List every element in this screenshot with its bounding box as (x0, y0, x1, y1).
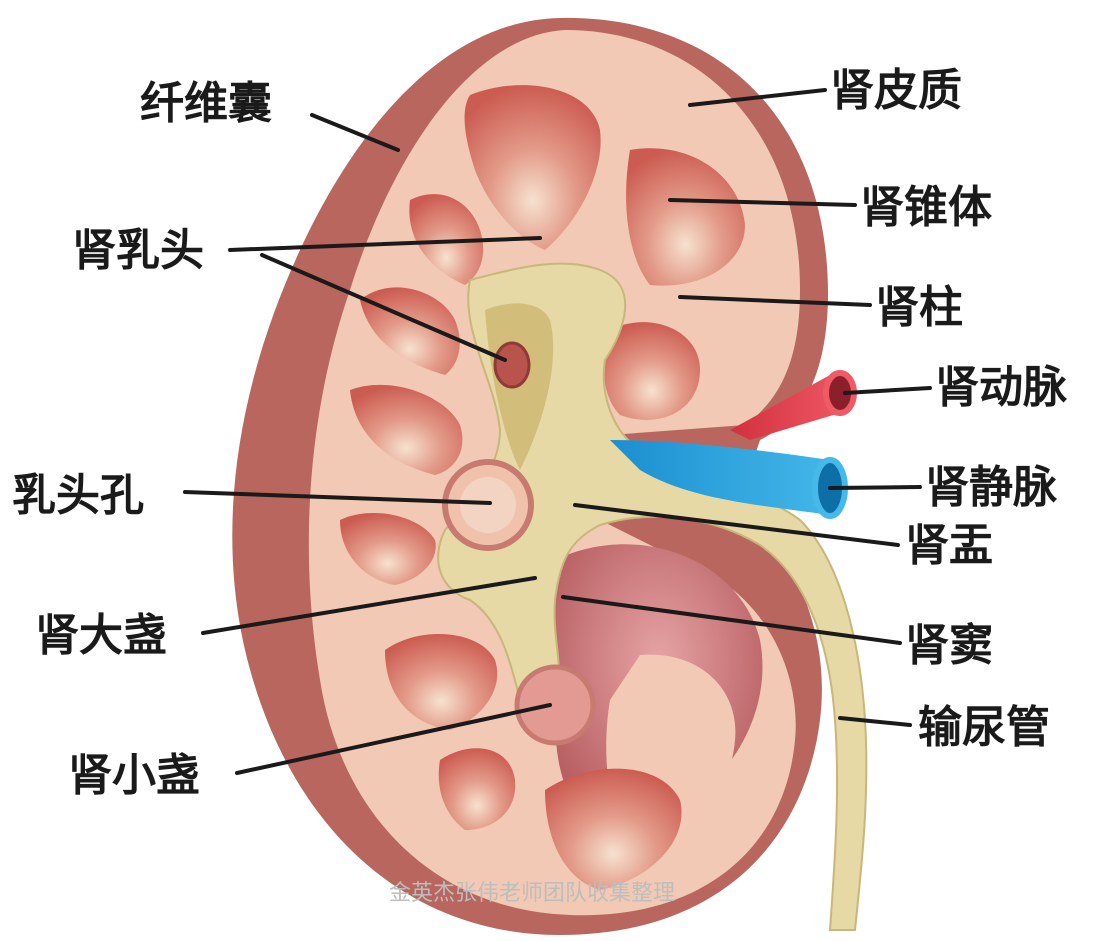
label-renal-column: 肾柱 (875, 282, 963, 333)
label-papillary-foramina: 乳头孔 (12, 470, 144, 521)
label-capsule: 纤维囊 (140, 78, 272, 129)
leader-artery (845, 388, 930, 393)
label-renal-vein: 肾静脉 (925, 462, 1058, 513)
label-renal-cortex: 肾皮质 (830, 65, 962, 116)
label-renal-sinus: 肾窦 (905, 620, 993, 671)
label-renal-artery: 肾动脉 (935, 362, 1068, 413)
minor-calyx-disc (517, 667, 593, 743)
papillary-foramina-inner (460, 477, 516, 533)
label-minor-calyx: 肾小盏 (68, 750, 200, 801)
label-renal-papilla: 肾乳头 (72, 225, 204, 276)
watermark: 金英杰张伟老师团队收集整理 (389, 881, 675, 906)
renal-papilla-spot (495, 343, 529, 387)
label-renal-pyramid: 肾锥体 (860, 182, 992, 233)
label-major-calyx: 肾大盏 (35, 610, 167, 661)
leader-vein (830, 487, 920, 488)
label-ureter: 输尿管 (918, 702, 1050, 753)
label-renal-pelvis: 肾盂 (905, 520, 993, 571)
